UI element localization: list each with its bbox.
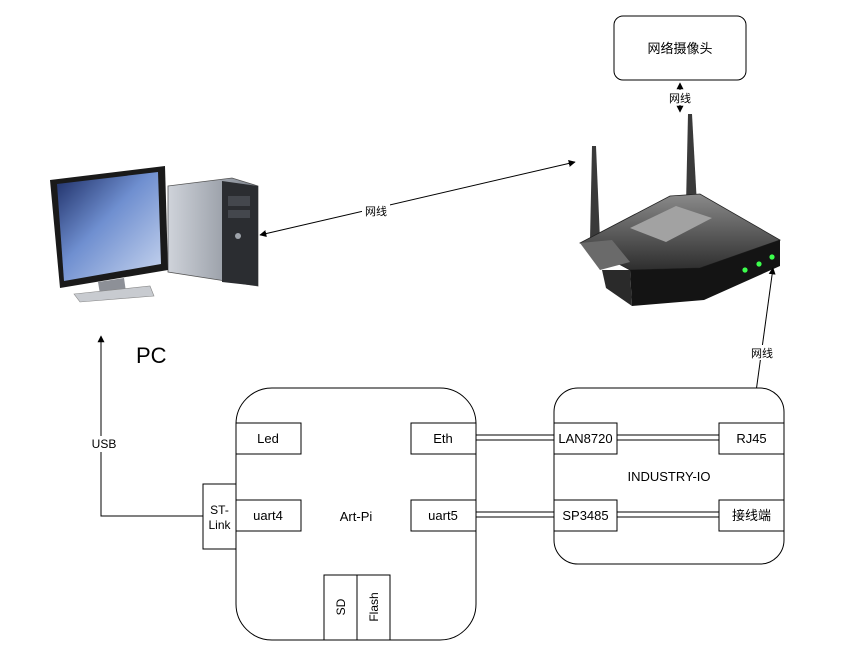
uart5-block: uart5 (410, 499, 477, 532)
camera-label: 网络摄像头 (647, 41, 712, 56)
sp3485-block: SP3485 (553, 499, 618, 532)
lan8720-rj45-bus (617, 434, 719, 441)
desktop-computer-icon (50, 166, 259, 303)
uart4-label: uart4 (253, 508, 283, 523)
led-label: Led (257, 431, 279, 446)
industry-io-title: INDUSTRY-IO (627, 469, 710, 484)
industry-io-board: INDUSTRY-IO LAN8720 RJ45 SP3485 接线端 (553, 387, 785, 565)
artpi-title: Art-Pi (340, 509, 373, 524)
wifi-router-icon (579, 114, 781, 306)
led-block: Led (235, 422, 302, 455)
rj45-label: RJ45 (736, 431, 766, 446)
router-rj45-link: 网线 (748, 267, 776, 422)
sp3485-label: SP3485 (562, 508, 608, 523)
sp3485-terminal-bus (617, 511, 719, 518)
terminal-label: 接线端 (732, 508, 771, 523)
stlink-label-line1: ST- (210, 503, 229, 517)
uart4-block: uart4 (235, 499, 302, 532)
stlink-label-line2: Link (208, 518, 231, 532)
stlink-block: ST- Link (202, 483, 237, 550)
usb-link: USB (89, 335, 203, 517)
lan8720-label: LAN8720 (558, 431, 612, 446)
pc-router-link: 网线 (259, 160, 576, 237)
artpi-board: Art-Pi Led uart4 Eth uart5 ST- Link SD (202, 387, 477, 641)
usb-link-label: USB (92, 437, 117, 451)
sd-label: SD (334, 598, 348, 615)
lan8720-block: LAN8720 (553, 422, 618, 455)
eth-label: Eth (433, 431, 453, 446)
flash-block: Flash (356, 574, 391, 641)
eth-lan8720-bus (476, 434, 554, 441)
camera-router-link: 网线 (666, 82, 694, 113)
camera-node: 网络摄像头 (613, 15, 747, 81)
camera-box (613, 15, 747, 81)
pc-label: PC (136, 343, 167, 368)
rj45-block: RJ45 (718, 422, 785, 455)
camera-router-link-label: 网线 (669, 91, 691, 105)
terminal-block: 接线端 (718, 499, 785, 532)
uart5-label: uart5 (428, 508, 458, 523)
flash-label: Flash (367, 592, 381, 621)
router-rj45-link-label: 网线 (751, 346, 773, 360)
eth-block: Eth (410, 422, 477, 455)
pc-router-link-label: 网线 (365, 204, 387, 218)
sd-block: SD (323, 574, 358, 641)
uart5-sp3485-bus (476, 511, 554, 518)
